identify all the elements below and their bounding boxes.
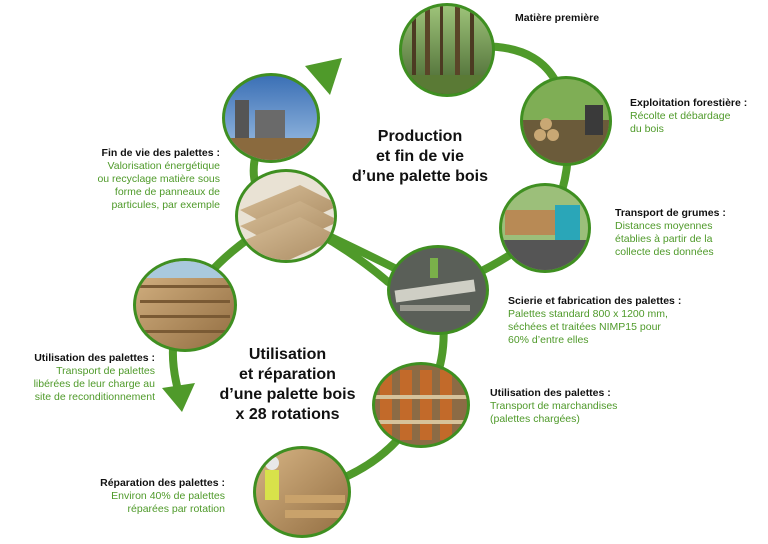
label-exploitation-title: Exploitation forestière : [630,97,748,109]
label-matiere: Matière première [515,12,599,25]
utilisation-title-line-3: d’une palette bois [219,386,356,403]
production-title-line-2: et fin de vie [375,148,465,165]
label-utilisation-marchandises-title: Utilisation des palettes : [490,387,611,399]
warehouse-photo [372,362,470,448]
label-matiere-title: Matière première [515,12,600,24]
label-utilisation-reconditionnement-desc-1: Transport de palettes [56,365,155,377]
label-utilisation-reconditionnement: Utilisation des palettes : Transport de … [5,352,155,404]
arrow-head-left [162,383,195,412]
label-utilisation-reconditionnement-desc-3: site de reconditionnement [34,391,155,403]
label-fin-de-vie-title: Fin de vie des palettes : [101,147,220,159]
label-scierie-desc-3: 60% d’entre elles [508,334,589,346]
label-fin-de-vie: Fin de vie des palettes : Valorisation é… [55,147,220,212]
label-transport-grumes: Transport de grumes : Distances moyennes… [615,207,726,259]
plant-photo [222,73,320,163]
production-title: Production et fin de vie d’une palette b… [335,127,505,187]
utilisation-title-line-2: et réparation [239,366,336,383]
label-exploitation-desc-1: Récolte et débardage [630,110,731,122]
utilisation-title-line-1: Utilisation [248,346,327,363]
label-reparation: Réparation des palettes : Environ 40% de… [60,477,225,516]
pallet-stack-photo [133,258,237,352]
label-reparation-desc-2: réparées par rotation [127,503,225,515]
label-utilisation-reconditionnement-desc-2: libérées de leur charge au [33,378,155,390]
label-scierie-desc-1: Palettes standard 800 x 1200 mm, [508,308,668,320]
label-utilisation-reconditionnement-title: Utilisation des palettes : [34,352,155,364]
repair-photo [253,446,351,538]
label-fin-de-vie-desc-1: Valorisation énergétique [107,160,220,172]
label-scierie: Scierie et fabrication des palettes : Pa… [508,295,681,347]
label-reparation-title: Réparation des palettes : [100,477,225,489]
label-scierie-desc-2: séchées et traitées NIMP15 pour [508,321,661,333]
utilisation-title: Utilisation et réparation d’une palette … [205,345,370,425]
cycle-arc-top [434,42,573,294]
label-exploitation-desc-2: du bois [630,123,664,135]
arrow-head-top [305,58,342,95]
label-scierie-title: Scierie et fabrication des palettes : [508,295,682,307]
panels-photo [235,169,337,263]
production-title-line-1: Production [377,128,463,145]
label-utilisation-marchandises: Utilisation des palettes : Transport de … [490,387,617,426]
sawmill-photo [387,245,489,335]
label-transport-grumes-desc-1: Distances moyennes [615,220,713,232]
forest-photo [399,3,495,97]
label-reparation-desc-1: Environ 40% de palettes [111,490,225,502]
label-exploitation: Exploitation forestière : Récolte et déb… [630,97,747,136]
production-title-line-3: d’une palette bois [351,168,488,185]
label-utilisation-marchandises-desc-2: (palettes chargées) [490,413,580,425]
label-transport-grumes-title: Transport de grumes : [615,207,726,219]
label-fin-de-vie-desc-4: particules, par exemple [111,199,220,211]
label-transport-grumes-desc-3: collecte des données [615,246,714,258]
label-transport-grumes-desc-2: établies à partir de la [615,233,713,245]
utilisation-title-line-4: x 28 rotations [235,406,340,423]
label-fin-de-vie-desc-2: ou recyclage matière sous [97,173,220,185]
label-fin-de-vie-desc-3: forme de panneaux de [114,186,220,198]
logging-photo [520,76,612,166]
truck-photo [499,183,591,273]
label-utilisation-marchandises-desc-1: Transport de marchandises [490,400,618,412]
